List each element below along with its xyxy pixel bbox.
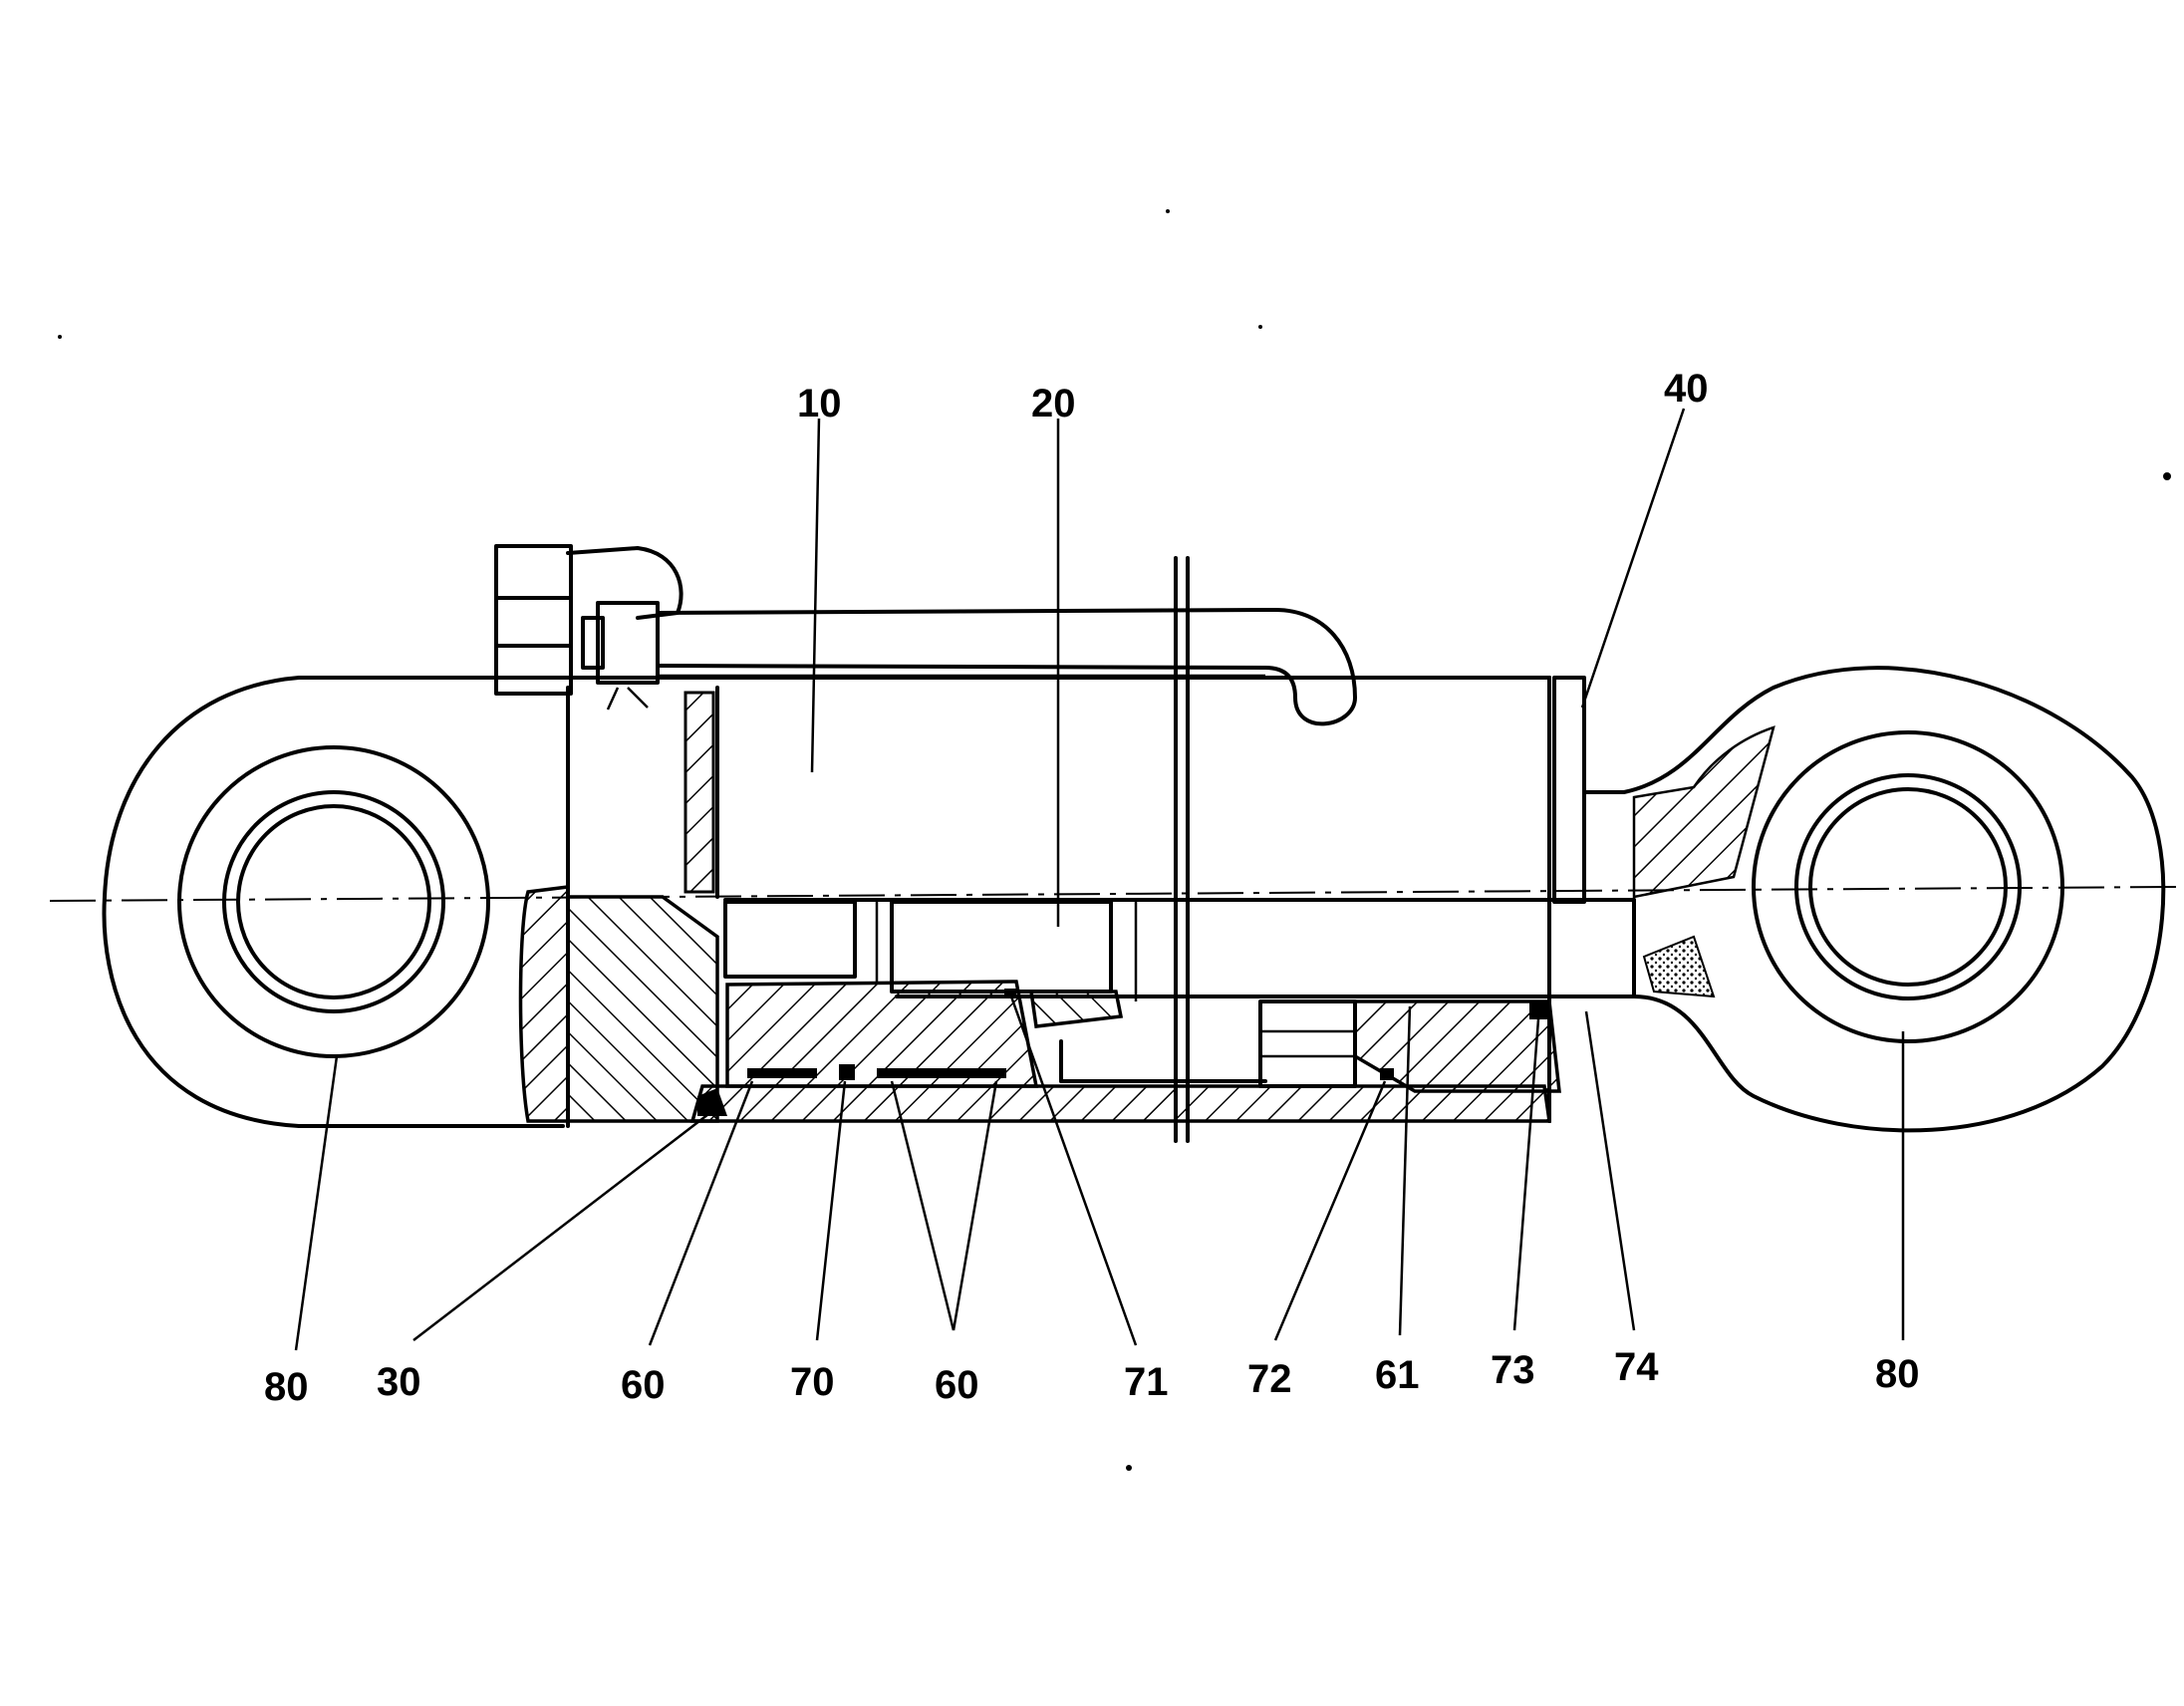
label-40: 40 <box>1664 367 1709 411</box>
rod-gland <box>1258 676 1586 1093</box>
label-60-first: 60 <box>621 1363 666 1407</box>
center-axis-line <box>49 886 2178 902</box>
left-eye-mount <box>102 676 580 1128</box>
label-20: 20 <box>1031 382 1076 426</box>
label-70: 70 <box>790 1360 835 1404</box>
label-10: 10 <box>797 382 842 426</box>
part-number-labels: 10 20 40 80 30 60 70 60 71 72 61 73 74 8… <box>264 367 1920 1409</box>
hydraulic-pipe <box>494 544 1357 726</box>
right-eye-mount <box>1582 666 2166 1133</box>
piston-head <box>725 980 1124 1088</box>
label-80-left: 80 <box>264 1365 309 1409</box>
label-30: 30 <box>377 1360 421 1404</box>
break-lines <box>1174 556 1190 1143</box>
label-61: 61 <box>1375 1353 1420 1397</box>
left-end-cap <box>518 686 719 1128</box>
label-73: 73 <box>1491 1348 1535 1392</box>
label-74: 74 <box>1614 1345 1659 1389</box>
label-72: 72 <box>1247 1357 1292 1401</box>
label-80-right: 80 <box>1875 1352 1920 1396</box>
label-60-second: 60 <box>935 1363 979 1407</box>
piston-seals <box>697 989 1016 1116</box>
leader-lines <box>294 408 1905 1351</box>
scan-specks <box>58 209 2171 1471</box>
label-71: 71 <box>1124 1360 1169 1404</box>
